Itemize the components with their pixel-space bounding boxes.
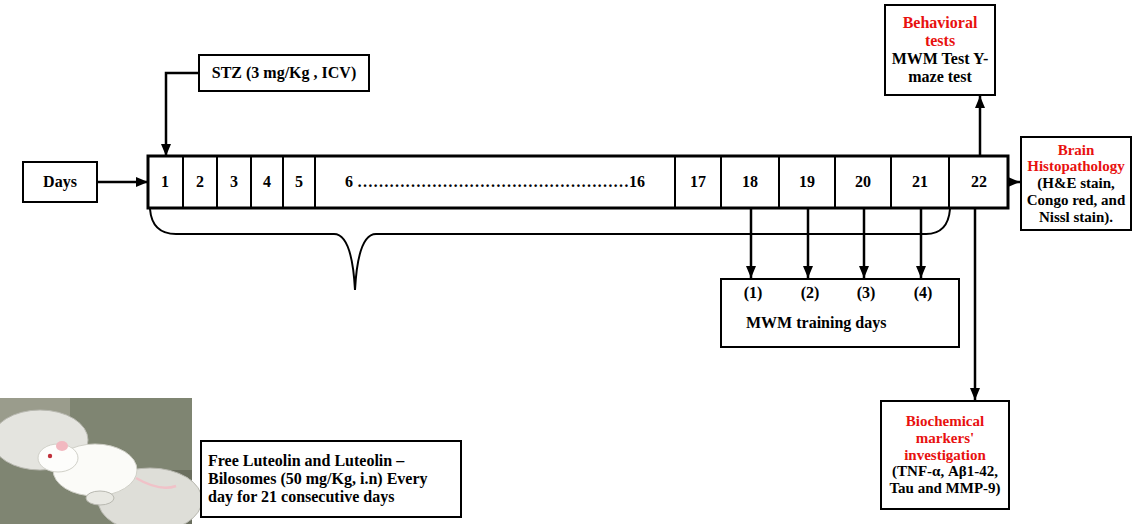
day-number: 19 [784,173,830,191]
histopathology-box: Brain Histopathology(H&E stain, Congo re… [1020,136,1132,231]
glove-finger [86,491,114,505]
box-text: (3) [857,284,876,302]
section-heading: Biochemical markers' investigation [886,413,1004,463]
day-number: 4 [256,173,278,191]
day-number: 5 [288,173,310,191]
box-content: Behavioral testsMWM Test Y-maze test [886,6,994,94]
box-content: Days [24,163,96,201]
arrow-connector [166,73,198,156]
arrow-connector [1008,181,1020,184]
day-number: 20 [840,173,886,191]
box-content: (1) (2) (3) (4) MWM training days [722,280,958,346]
box-content: 4 [252,156,282,208]
box-content: 1 [148,156,182,208]
day-cell: 19 [780,156,836,208]
day-cell: 18 [722,156,780,208]
arrow-connector [98,181,148,184]
mouse-eye [48,454,52,458]
biochemical-markers-box: Biochemical markers' investigation(TNF-α… [880,400,1010,510]
box-content: 6 ……………………………………………16 [316,156,674,208]
box-content: 19 [780,156,834,208]
box-text: (4) [914,284,933,302]
day-number: 21 [896,173,944,191]
box-content: Biochemical markers' investigation(TNF-α… [882,402,1008,508]
mouse-tail [136,478,176,488]
box-content: 22 [950,156,1008,208]
arrow-connector [750,208,753,278]
behavioral-tests-box: Behavioral testsMWM Test Y-maze test [884,4,996,96]
day-number: 17 [680,173,716,191]
day-cell: 2 [184,156,218,208]
section-heading: Brain Histopathology [1026,142,1126,176]
box-text: (TNF-α, Aβ1-42, Tau and MMP-9) [886,463,1004,497]
arrow-connector [920,208,923,278]
day-number: 1 [152,173,178,191]
day-cell: 22 [950,156,1008,208]
box-text: STZ (3 mg/Kg , ICV) [204,64,364,82]
day-cell: 1 [148,156,184,208]
day-cell: 20 [836,156,892,208]
day-cell: 4 [252,156,284,208]
day-cell: 17 [676,156,722,208]
mouse-ear [56,441,68,451]
arrow-connector [807,208,810,278]
timeline-bar [148,156,1008,208]
day-cell: 5 [284,156,316,208]
box-content: 21 [892,156,948,208]
mouse-photo [0,398,202,524]
box-content: 18 [722,156,778,208]
day-number: 18 [726,173,774,191]
box-content: 2 [184,156,216,208]
box-content: Brain Histopathology(H&E stain, Congo re… [1022,138,1130,229]
box-text: (H&E stain, Congo red, and Nissl stain). [1026,175,1126,225]
training-days-box: (1) (2) (3) (4) MWM training days [720,278,960,348]
box-content: 17 [676,156,720,208]
box-text: MWM Test Y-maze test [890,50,990,86]
treatment-box: Free Luteolin and Luteolin – Bilosomes (… [200,440,462,518]
box-content: STZ (3 mg/Kg , ICV) [200,56,368,90]
arrow-connector [979,96,982,156]
injection-box: STZ (3 mg/Kg , ICV) [198,54,370,92]
days-label-box: Days [22,161,98,203]
box-text: Days [28,173,92,191]
box-text: (2) [801,284,820,302]
day-cell: 21 [892,156,950,208]
box-content: 3 [218,156,250,208]
box-content: 20 [836,156,890,208]
day-cell: 3 [218,156,252,208]
box-content: Free Luteolin and Luteolin – Bilosomes (… [202,442,460,516]
day-number: 2 [188,173,212,191]
box-content: 5 [284,156,314,208]
box-text: Free Luteolin and Luteolin – Bilosomes (… [208,452,454,506]
box-text: MWM training days [746,314,886,332]
day-number: 6 ……………………………………………16 [320,173,670,191]
day-number: 3 [222,173,246,191]
day-number: 22 [954,173,1004,191]
arrow-connector [863,208,866,278]
day-cell: 6 ……………………………………………16 [316,156,676,208]
section-heading: Behavioral tests [890,14,990,50]
arrow-connector [974,208,977,400]
box-text: (1) [744,284,763,302]
